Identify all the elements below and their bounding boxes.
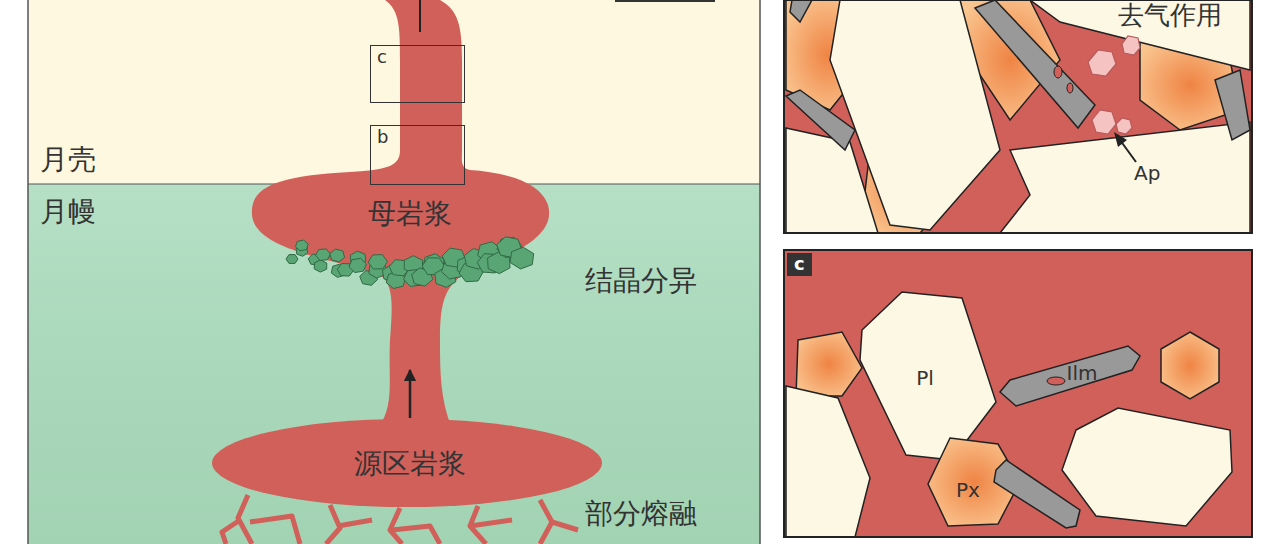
ascent-arrow	[419, 0, 421, 32]
panel-border	[784, 0, 1252, 233]
mineral-label-box: Ilm	[1052, 358, 1112, 388]
parent-magma-chamber: 母岩浆	[300, 190, 520, 370]
crack	[552, 522, 578, 530]
inset-box: c	[370, 45, 465, 103]
plagioclase-crystal	[786, 128, 878, 233]
leader-arrowhead	[1114, 132, 1127, 147]
olivine-crystal	[330, 249, 345, 262]
ilmenite-crystal	[786, 90, 855, 150]
apatite-crystal	[1092, 110, 1116, 134]
flow-arrow	[409, 370, 412, 418]
source-magma: 源区岩浆	[220, 418, 600, 510]
ilmenite-crystal	[975, 0, 1095, 128]
scale-line	[615, 0, 715, 2]
node-label: 源区岩浆	[354, 448, 466, 480]
mineral-label-box: Px	[940, 474, 996, 506]
magma-conduit	[252, 0, 549, 428]
node-label: 月壳	[40, 144, 96, 176]
melt-inclusion	[1047, 377, 1065, 385]
thin-section-panel	[784, 250, 1252, 537]
melt-inclusion	[1054, 66, 1062, 78]
crack	[338, 520, 372, 526]
node-label: c	[377, 47, 387, 68]
degassing-panel	[784, 0, 1252, 233]
apatite-crystal	[1088, 50, 1116, 76]
pyroxene-crystal	[796, 332, 862, 396]
panel-border	[784, 250, 1252, 537]
crack	[390, 508, 402, 544]
plagioclase-crystal	[1030, 0, 1250, 70]
apatite-crystal	[1122, 36, 1140, 55]
mineral-label-box: Pl	[885, 360, 965, 396]
thin-section-panel: cPl IlmPx	[784, 250, 1252, 537]
plagioclase-crystal	[1062, 408, 1232, 526]
crack	[250, 516, 300, 544]
olivine-crystal	[286, 255, 298, 264]
mineral-label: Ap	[1134, 162, 1160, 185]
inset-box: b	[370, 125, 465, 185]
apatite-crystal	[1116, 118, 1132, 134]
node-label: Px	[956, 479, 980, 502]
olivine-crystal	[314, 260, 327, 272]
mantle-band: 月幔源区岩浆	[28, 184, 760, 544]
node-label: Ilm	[1067, 362, 1098, 385]
olivine-crystal	[349, 258, 366, 272]
panel-border	[759, 0, 761, 544]
node-label: 母岩浆	[368, 198, 452, 230]
plagioclase-crystal	[786, 386, 870, 537]
olivine-crystal	[316, 249, 331, 261]
crust-band: 月壳 c b	[28, 0, 760, 184]
panel-border	[27, 0, 29, 544]
source-magma	[212, 419, 602, 507]
node-label: 月幔	[40, 196, 96, 228]
node-label: Pl	[916, 367, 934, 390]
crust-ground	[28, 0, 760, 184]
olivine-crystal	[368, 255, 387, 269]
ilmenite-crystal	[1000, 346, 1140, 406]
crack	[470, 520, 512, 526]
olivine-crystal	[295, 240, 308, 251]
crack	[392, 526, 440, 544]
process-label: 部分熔融	[585, 498, 697, 530]
panel-letter: c	[787, 253, 812, 276]
crack	[222, 520, 240, 544]
process-label: 去气作用	[1118, 1, 1222, 31]
pyroxene-crystal	[1161, 332, 1219, 399]
melt-ground	[784, 0, 1252, 233]
plagioclase-crystal	[860, 292, 996, 460]
cumulate-crystals	[286, 237, 534, 289]
olivine-crystal	[510, 247, 534, 269]
melt-inclusion	[1067, 83, 1073, 93]
ilmenite-crystal	[1215, 70, 1250, 140]
process-label: 结晶分异	[585, 265, 697, 297]
melt-ground	[784, 250, 1252, 537]
crack	[540, 500, 552, 544]
ilmenite-crystal	[790, 0, 812, 22]
node-label: b	[377, 127, 388, 148]
plagioclase-crystal	[1000, 122, 1250, 233]
